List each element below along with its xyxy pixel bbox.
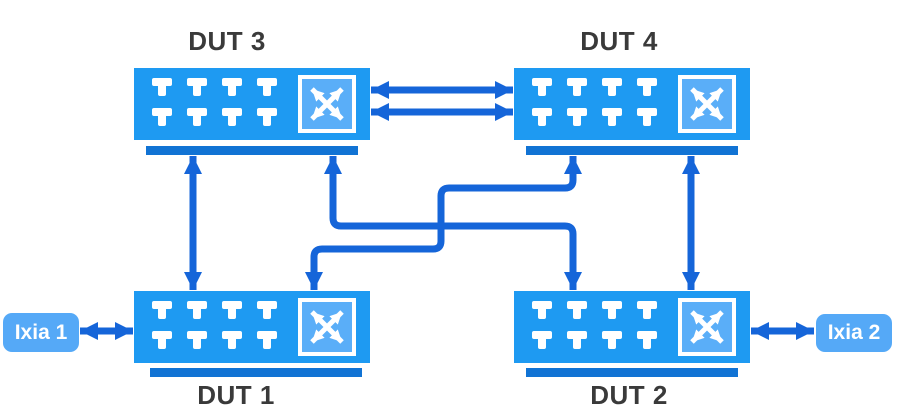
ethernet-port-icon [532,78,552,96]
crossbar-switch-icon [678,298,736,356]
ethernet-port-icon [257,108,277,126]
node-ixia2[interactable]: Ixia 2 [816,314,892,352]
ixia1-label: Ixia 1 [14,320,68,344]
link-dut1-dut4[interactable] [305,156,582,290]
label-dut1: DUT 1 [194,377,278,413]
ethernet-port-icon [152,331,172,349]
ethernet-port-icon [222,108,242,126]
ixia2-label: Ixia 2 [827,321,881,344]
ethernet-port-icon [257,331,277,349]
ethernet-port-icon [637,301,657,319]
ethernet-port-icon [257,301,277,319]
ethernet-port-icon [567,331,587,349]
label-dut3-text: DUT 3 [188,26,266,56]
ethernet-port-icon [187,108,207,126]
label-dut2: DUT 2 [586,377,672,413]
switch-base-bar-dut1 [150,368,362,377]
port-panel [532,78,657,126]
crossbar-switch-icon [298,75,356,133]
ethernet-port-icon [637,108,657,126]
switch-node-dut4[interactable] [514,68,750,140]
ethernet-port-icon [222,301,242,319]
ethernet-port-icon [152,108,172,126]
crossbar-switch-icon [298,298,356,356]
ethernet-port-icon [187,301,207,319]
ethernet-port-icon [532,331,552,349]
link-dut3-dut2[interactable] [324,156,582,290]
node-ixia1[interactable]: Ixia 1 [3,313,79,352]
crossbar-switch-icon [678,75,736,133]
ethernet-port-icon [532,108,552,126]
ethernet-port-icon [602,108,622,126]
ethernet-port-icon [222,331,242,349]
ethernet-port-icon [637,331,657,349]
switch-base-bar-dut4 [526,146,738,155]
label-dut1-text: DUT 1 [197,379,275,410]
ethernet-port-icon [567,78,587,96]
label-dut2-text: DUT 2 [590,379,668,410]
ethernet-port-icon [637,78,657,96]
label-dut3: DUT 3 [186,23,268,60]
port-panel [152,78,277,126]
label-dut4-text: DUT 4 [580,26,658,56]
ethernet-port-icon [187,331,207,349]
port-panel [152,301,277,349]
ethernet-port-icon [602,301,622,319]
ethernet-port-icon [602,78,622,96]
ethernet-port-icon [152,301,172,319]
switch-node-dut2[interactable] [514,291,750,363]
label-dut4: DUT 4 [577,23,661,60]
ethernet-port-icon [222,78,242,96]
switch-node-dut3[interactable] [134,68,370,140]
ethernet-port-icon [567,108,587,126]
switch-node-dut1[interactable] [134,291,370,363]
ethernet-port-icon [567,301,587,319]
ethernet-port-icon [602,331,622,349]
ethernet-port-icon [532,301,552,319]
ethernet-port-icon [187,78,207,96]
ethernet-port-icon [152,78,172,96]
port-panel [532,301,657,349]
switch-base-bar-dut3 [146,146,358,155]
switch-base-bar-dut2 [526,368,738,377]
ethernet-port-icon [257,78,277,96]
